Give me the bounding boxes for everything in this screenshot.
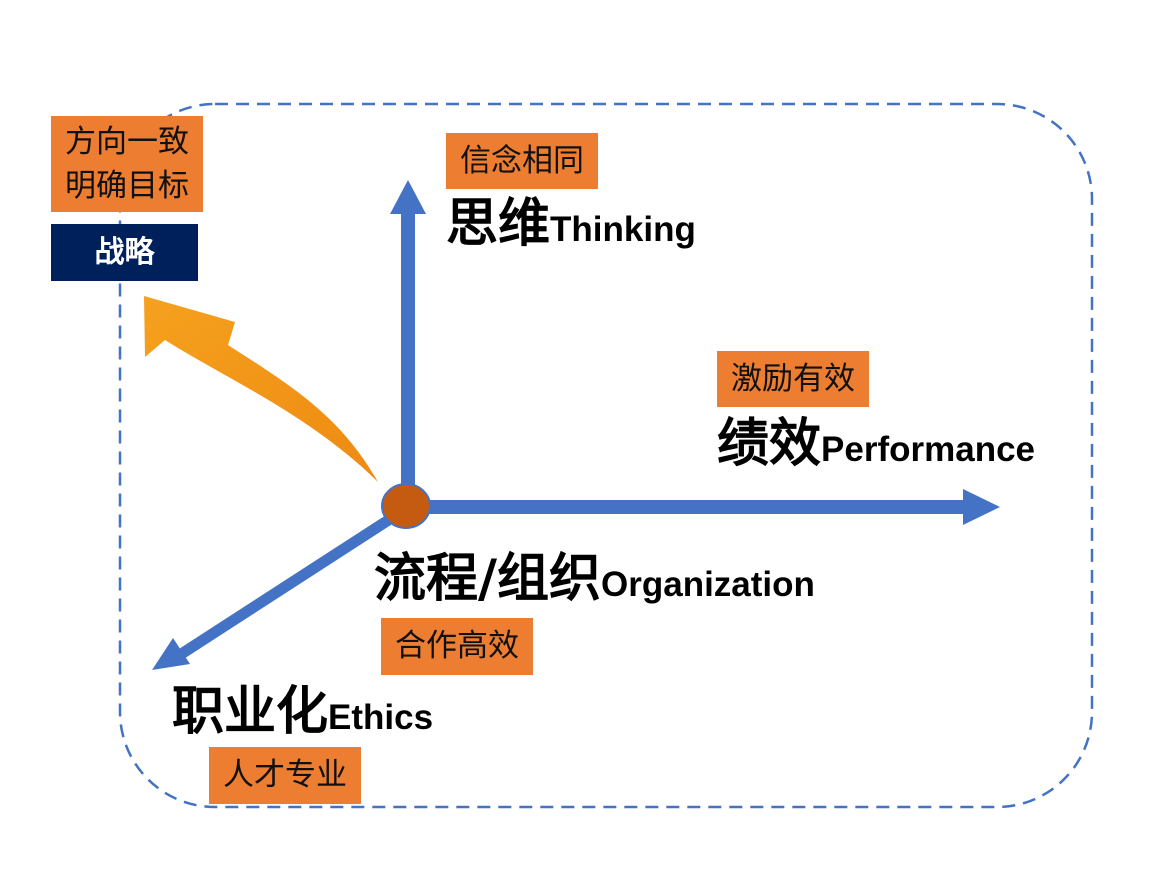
strategy-tag-line2: 明确目标	[65, 168, 189, 204]
strategy-label-text: 战略	[94, 235, 155, 270]
ethics-label: 职业化Ethics	[172, 686, 433, 738]
origin-node	[381, 483, 431, 529]
organization-label-cn: 流程/组织	[374, 549, 601, 609]
thinking-label: 思维Thinking	[446, 198, 696, 250]
ethics-tag: 人才专业	[209, 747, 361, 804]
strategy-curved-arrow	[144, 296, 378, 482]
organization-label: 流程/组织Organization	[374, 553, 815, 605]
strategy-label: 战略	[51, 224, 198, 281]
organization-tag: 合作高效	[381, 618, 533, 675]
performance-label-en: Performance	[821, 430, 1035, 469]
organization-label-en: Organization	[601, 565, 815, 604]
performance-label-cn: 绩效	[717, 414, 822, 474]
ethics-axis	[169, 505, 407, 665]
dashed-frame	[118, 102, 1094, 809]
thinking-label-cn: 思维	[446, 194, 551, 254]
performance-tag: 激励有效	[717, 351, 869, 407]
thinking-label-en: Thinking	[550, 210, 696, 249]
ethics-arrowhead	[152, 638, 190, 670]
performance-arrowhead	[963, 489, 1000, 525]
performance-label: 绩效Performance	[717, 418, 1035, 470]
thinking-tag: 信念相同	[446, 133, 598, 189]
thinking-arrowhead	[390, 180, 426, 214]
ethics-label-en: Ethics	[328, 698, 434, 737]
strategy-tag-line1: 方向一致	[65, 124, 189, 160]
ethics-label-cn: 职业化	[172, 682, 329, 742]
strategy-goal-tag: 方向一致 明确目标	[51, 116, 203, 212]
